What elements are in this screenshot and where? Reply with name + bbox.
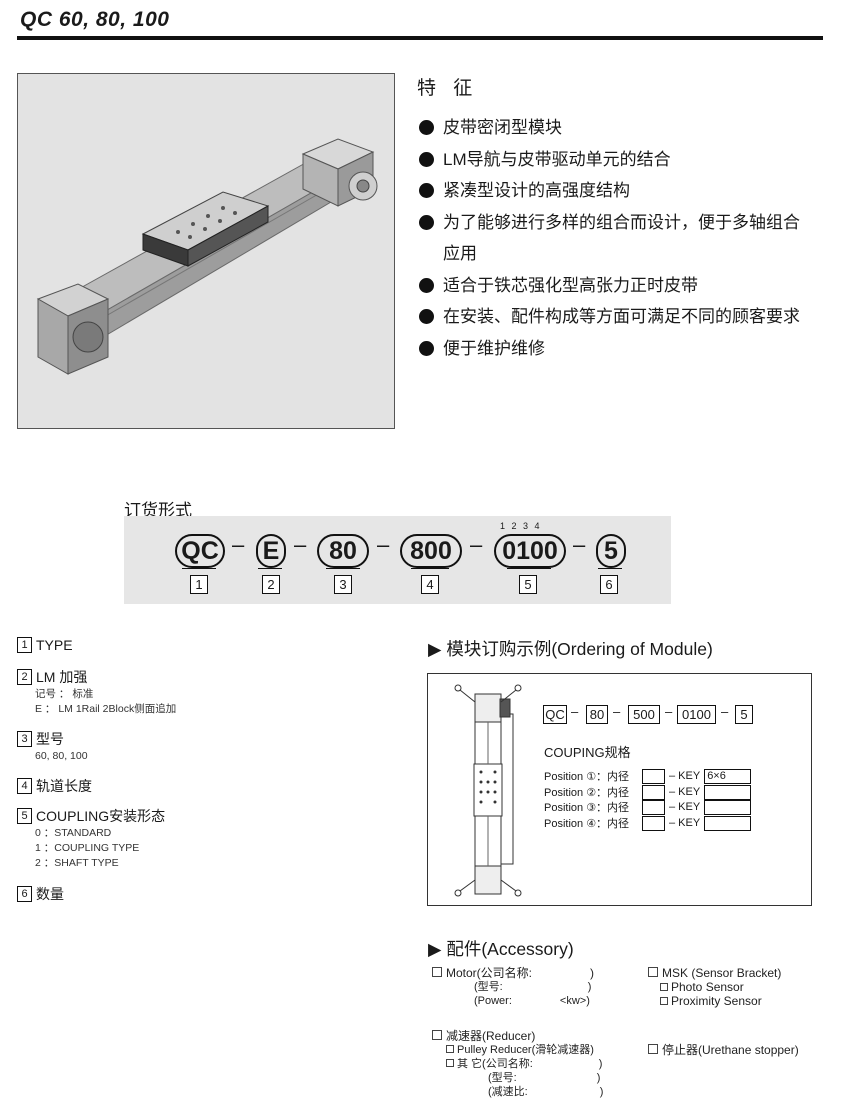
module-example-title: ▶ 模块订购示例(Ordering of Module) [428, 639, 713, 659]
feature-item: LM导航与皮带驱动单元的结合 [417, 144, 817, 176]
code-dash: – [573, 532, 586, 557]
page-title: QC 60, 80, 100 [20, 8, 170, 31]
key-field[interactable] [704, 815, 752, 831]
feature-item: 便于维护维修 [417, 333, 817, 365]
code-type: QC [175, 534, 225, 568]
module-example-frame [427, 673, 812, 906]
features-list: 皮带密闭型模块 LM导航与皮带驱动单元的结合 紧凑型设计的高强度结构 为了能够进… [417, 112, 817, 364]
code-dash: – [470, 532, 483, 557]
key-field[interactable]: 6×6 [704, 768, 752, 784]
bore-field[interactable] [642, 768, 665, 784]
features-title: 特 征 [417, 78, 479, 99]
example-dash: – [571, 704, 579, 719]
checkbox-icon[interactable] [660, 983, 668, 991]
bullet-icon [419, 309, 434, 324]
feature-item: 为了能够进行多样的组合而设计，便于多轴组合应用 [417, 207, 805, 270]
position-row-3: Position ③：内径 – KEY [544, 799, 752, 815]
example-dash: – [613, 704, 621, 719]
code-underline [182, 568, 216, 573]
code-number: 5 [519, 575, 537, 594]
code-underline [598, 568, 622, 573]
example-code-model: 80 [586, 705, 608, 724]
code-model: 80 [317, 534, 369, 568]
accessory-msk: MSK (Sensor Bracket) Photo Sensor Proxim… [648, 966, 781, 1008]
code-underline [507, 568, 551, 573]
accessory-stopper: 停止器(Urethane stopper) [648, 1043, 799, 1057]
code-number: 3 [334, 575, 352, 594]
code-underline [258, 568, 282, 573]
bullet-icon [419, 277, 434, 293]
code-number: 6 [600, 575, 618, 594]
accessory-motor: Motor(公司名称:) (型号:) (Power:<kw>) [432, 966, 594, 1008]
example-code-type: QC [543, 705, 567, 724]
module-top-view-drawing [454, 684, 522, 897]
feature-item: 紧凑型设计的高强度结构 [417, 175, 817, 207]
position-row-1: Position ①：内径 – KEY 6×6 [544, 768, 752, 784]
code-underline [326, 568, 360, 573]
bore-field[interactable] [642, 799, 665, 815]
code-lm: E [256, 534, 286, 568]
code-underline [411, 568, 449, 573]
position-row-4: Position ④：内径 – KEY [544, 815, 752, 831]
example-dash: – [721, 704, 729, 719]
example-code-coupling: 0100 [677, 705, 716, 724]
code-number: 4 [421, 575, 439, 594]
feature-item: 皮带密闭型模块 [417, 112, 817, 144]
checkbox-icon[interactable] [446, 1045, 454, 1053]
product-image [17, 73, 395, 429]
bore-field[interactable] [642, 815, 665, 831]
key-field[interactable] [704, 784, 752, 800]
coupling-spec-title: COUPING规格 [544, 745, 631, 760]
accessory-reducer: 减速器(Reducer) Pulley Reducer(滑轮减速器) 其 它(公… [432, 1029, 603, 1099]
bullet-icon [419, 120, 434, 135]
code-number: 2 [262, 575, 280, 594]
example-dash: – [665, 704, 673, 719]
code-dash: – [232, 532, 245, 557]
example-code-quantity: 5 [735, 705, 753, 724]
bullet-icon [419, 214, 434, 230]
code-coupling: 0100 [494, 534, 566, 568]
feature-item: 在安装、配件构成等方面可满足不同的顾客要求 [417, 301, 805, 333]
bullet-icon [419, 183, 434, 198]
checkbox-icon[interactable] [648, 1044, 658, 1054]
checkbox-icon[interactable] [660, 997, 668, 1005]
feature-item: 适合于铁芯强化型高张力正时皮带 [417, 270, 817, 302]
header-rule [17, 36, 823, 40]
bullet-icon [419, 340, 434, 356]
bullet-icon [419, 151, 434, 167]
checkbox-icon[interactable] [648, 967, 658, 977]
checkbox-icon[interactable] [432, 967, 442, 977]
position-digits: 1 2 3 4 [500, 521, 540, 531]
code-number: 1 [190, 575, 208, 594]
code-dash: – [294, 532, 307, 557]
order-format-label: 订货形式 [124, 501, 192, 520]
accessory-title: ▶ 配件(Accessory) [428, 939, 574, 959]
example-code-length: 500 [628, 705, 660, 724]
linear-module-illustration [36, 138, 378, 375]
position-row-2: Position ②：内径 – KEY [544, 784, 752, 800]
code-quantity: 5 [596, 534, 626, 568]
code-length: 800 [400, 534, 462, 568]
checkbox-icon[interactable] [446, 1059, 454, 1067]
key-field[interactable] [704, 799, 752, 815]
checkbox-icon[interactable] [432, 1030, 442, 1040]
bore-field[interactable] [642, 784, 665, 800]
code-dash: – [377, 532, 390, 557]
